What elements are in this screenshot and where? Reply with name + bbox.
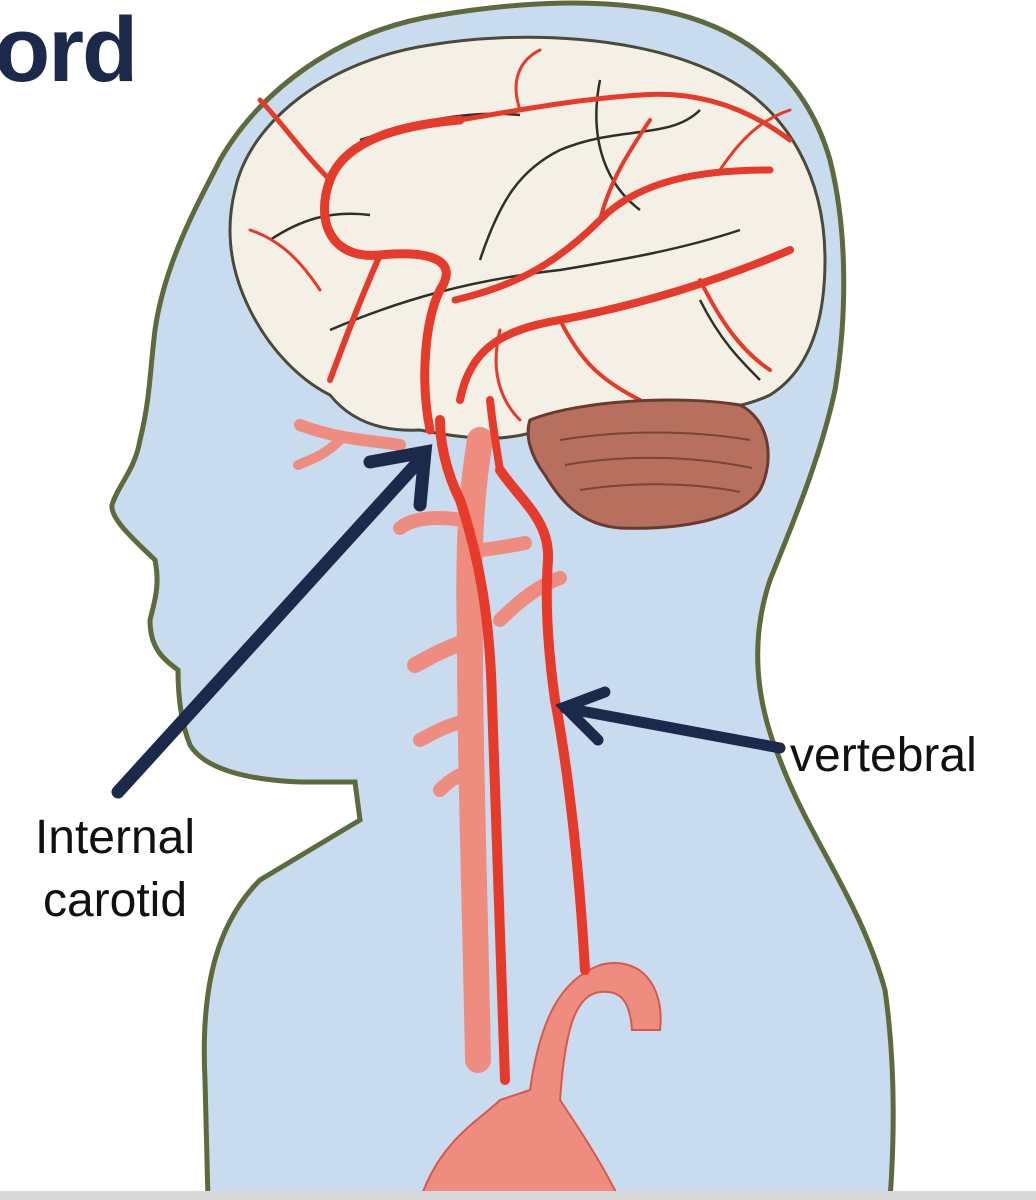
cerebellum	[526, 398, 770, 530]
arrow-vertebral-icon	[555, 686, 786, 754]
label-vertebral: vertebral	[790, 729, 977, 782]
label-internal-carotid-line1: Internal	[34, 811, 196, 864]
cerebellum-folia	[559, 431, 753, 493]
title-fragment: ord	[0, 0, 138, 101]
label-internal-carotid-line2: carotid	[42, 874, 188, 928]
label-internal-carotid: Internal carotid	[22, 806, 208, 933]
bottom-divider	[0, 1191, 1036, 1200]
brain	[228, 35, 827, 440]
external-carotid-branches	[293, 419, 567, 1073]
vertebral-artery	[495, 465, 590, 975]
cerebral-arteries	[248, 48, 794, 435]
arrow-internal-carotid-icon	[111, 444, 433, 799]
neck-arteries	[435, 396, 590, 1085]
aortic-arch	[418, 962, 662, 1200]
internal-carotid-artery	[435, 415, 510, 1085]
